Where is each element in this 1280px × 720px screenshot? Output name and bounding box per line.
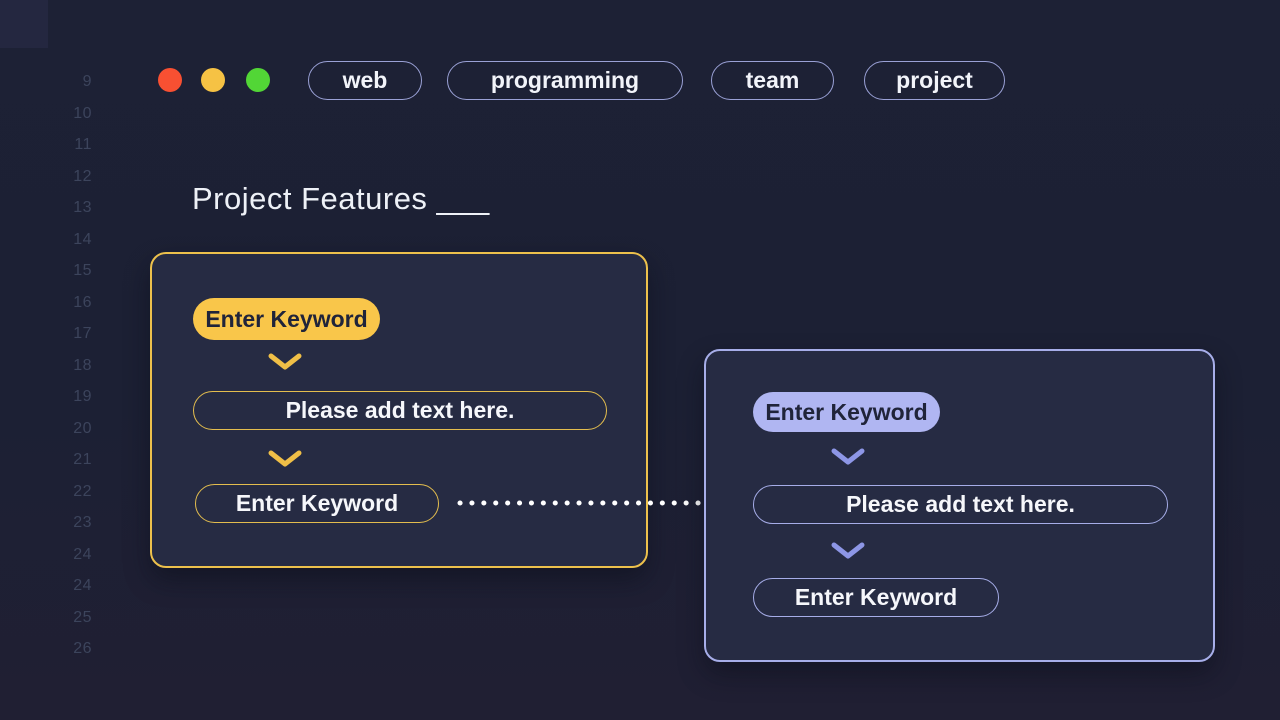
line-number: 21 xyxy=(73,451,92,468)
node-text-placeholder[interactable]: Please add text here. xyxy=(753,485,1168,524)
line-number: 9 xyxy=(82,73,92,90)
line-number: 23 xyxy=(73,514,92,531)
tag-web[interactable]: web xyxy=(308,61,422,100)
line-number: 17 xyxy=(73,325,92,342)
chevron-down-icon xyxy=(830,542,866,560)
node-keyword-outlined[interactable]: Enter Keyword xyxy=(753,578,999,617)
line-number: 24 xyxy=(73,577,92,594)
tag-project[interactable]: project xyxy=(864,61,1005,100)
line-number: 11 xyxy=(74,136,92,153)
line-number: 15 xyxy=(73,262,92,279)
line-number: 26 xyxy=(73,640,92,657)
line-number: 12 xyxy=(73,167,92,185)
window-minimize-button[interactable] xyxy=(201,68,225,92)
line-number: 25 xyxy=(73,608,92,626)
node-keyword-filled[interactable]: Enter Keyword xyxy=(193,298,380,340)
line-number: 16 xyxy=(73,293,92,311)
node-text-placeholder[interactable]: Please add text here. xyxy=(193,391,607,430)
line-number: 24 xyxy=(73,545,92,563)
line-number: 14 xyxy=(73,230,92,248)
line-number: 13 xyxy=(73,199,92,216)
tag-team[interactable]: team xyxy=(711,61,834,100)
line-number: 20 xyxy=(73,419,92,437)
node-keyword-filled[interactable]: Enter Keyword xyxy=(753,392,940,432)
flow-card-yellow[interactable]: Enter Keyword Please add text here. Ente… xyxy=(150,252,648,568)
line-number-gutter: 9 10 11 12 13 14 15 16 17 18 19 20 21 22 23 24 24 25 26 xyxy=(58,66,92,665)
page-title: Project Features ___ xyxy=(192,181,490,216)
line-number: 18 xyxy=(73,356,92,374)
line-number: 10 xyxy=(73,104,92,122)
line-number: 19 xyxy=(73,388,92,405)
corner-decoration xyxy=(0,0,48,48)
window-close-button[interactable] xyxy=(158,68,182,92)
chevron-down-icon xyxy=(267,450,303,468)
node-keyword-outlined[interactable]: Enter Keyword xyxy=(195,484,439,523)
flow-card-lavender[interactable]: Enter Keyword Please add text here. Ente… xyxy=(704,349,1215,662)
chevron-down-icon xyxy=(267,353,303,371)
tag-programming[interactable]: programming xyxy=(447,61,683,100)
dotted-arrow-right-icon xyxy=(452,491,747,515)
chevron-down-icon xyxy=(830,448,866,466)
line-number: 22 xyxy=(73,482,92,500)
window-zoom-button[interactable] xyxy=(246,68,270,92)
